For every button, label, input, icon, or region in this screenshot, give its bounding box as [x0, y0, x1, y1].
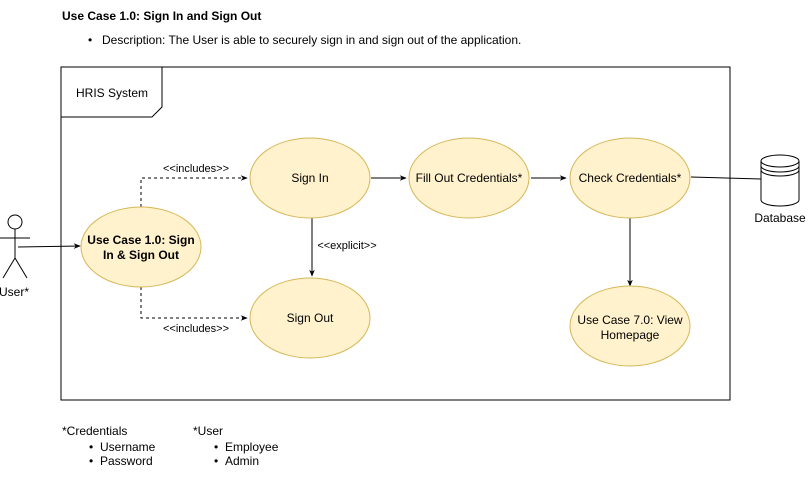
credentials-note-item: •Password	[89, 454, 153, 468]
credentials-note-title: *Credentials	[62, 424, 128, 438]
user-actor	[0, 214, 30, 279]
includes-label-bottom: <<includes>>	[163, 323, 229, 335]
use-case-sign-out[interactable]	[249, 277, 371, 359]
view-homepage-label-1: Use Case 7.0: View	[577, 313, 682, 327]
use-case-sign-in-sign-out[interactable]	[80, 206, 202, 288]
main-use-case-label-2: In & Sign Out	[103, 248, 179, 262]
includes-sign-out-connector	[140, 287, 248, 321]
user-note-item: •Admin	[214, 454, 260, 468]
diagram-heading: Use Case 1.0: Sign In and Sign Out	[62, 9, 262, 23]
check-to-database-connector	[690, 176, 762, 180]
bullet-icon: •	[214, 454, 219, 468]
actor-to-main-connector	[17, 243, 81, 249]
actor-head	[7, 214, 23, 230]
system-boundary-label: HRIS System	[76, 86, 148, 100]
fill-out-label: Fill Out Credentials*	[416, 171, 523, 185]
use-case-view-homepage[interactable]	[569, 285, 691, 367]
use-case-sign-in[interactable]	[249, 137, 371, 219]
user-note-item: •Employee	[214, 440, 279, 454]
bullet-icon: •	[89, 454, 94, 468]
main-use-case-label-1: Use Case 1.0: Sign	[87, 233, 194, 247]
user-note-title: *User	[193, 424, 224, 438]
view-homepage-label-2: Homepage	[601, 328, 660, 342]
credentials-note-item: •Username	[89, 440, 156, 454]
sign-in-label: Sign In	[291, 171, 328, 185]
database-icon	[760, 154, 800, 207]
use-case-fill-out-credentials[interactable]	[408, 137, 530, 219]
actor-label: User*	[0, 285, 29, 299]
bullet-icon: •	[88, 33, 93, 47]
system-boundary: HRIS System	[60, 66, 731, 401]
includes-label-top: <<includes>>	[163, 163, 229, 175]
sign-out-label: Sign Out	[287, 311, 334, 325]
explicit-label: <<explicit>>	[317, 240, 376, 252]
description-text: Description: The User is able to securel…	[102, 33, 522, 47]
use-case-check-credentials[interactable]	[569, 137, 691, 219]
check-label: Check Credentials*	[579, 171, 682, 185]
bullet-icon: •	[214, 440, 219, 454]
bullet-icon: •	[89, 440, 94, 454]
database-label: Database	[754, 211, 806, 225]
includes-sign-in-connector	[140, 175, 248, 207]
